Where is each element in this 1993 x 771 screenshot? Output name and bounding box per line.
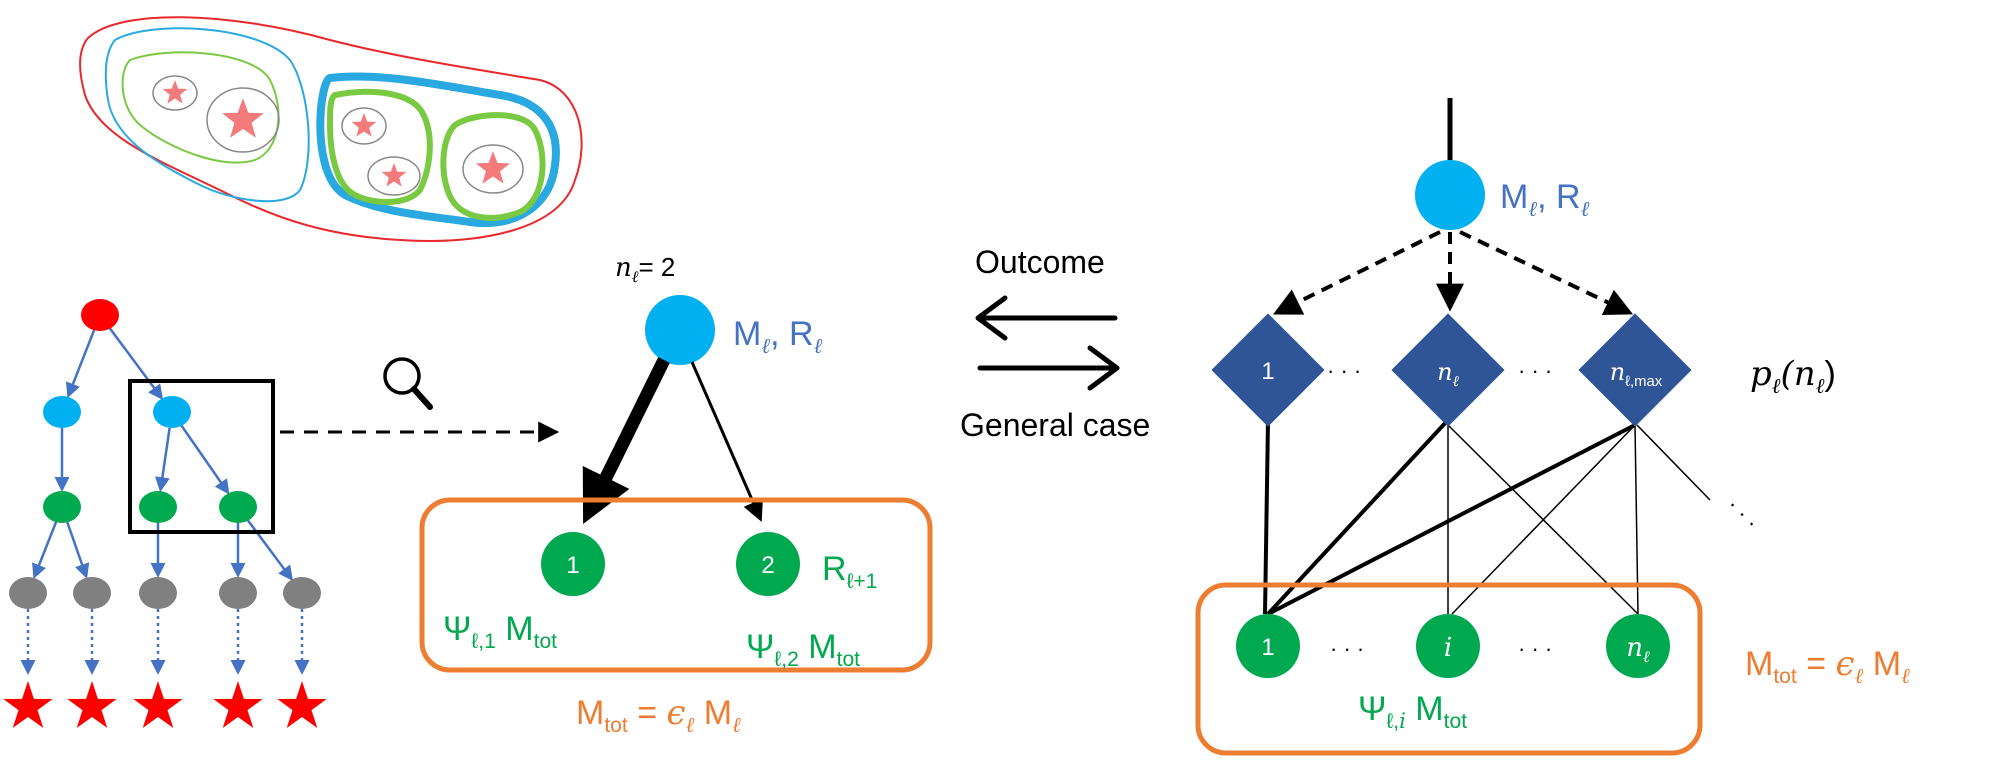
child-dots-2: · · · [1518,636,1552,661]
general-child-1-label: 1 [1261,634,1274,661]
green-contour-right [440,112,546,221]
diamond-dots-1: · · · [1327,358,1361,383]
progenitor-box [419,497,933,673]
diamond-max [1578,313,1692,427]
galaxy-ellipse [206,87,280,153]
progenitor-node-1-label: 1 [566,552,579,579]
child1-mass-label: Ψℓ,1 Mtot [443,610,557,653]
general-child-n-label: nℓ [1626,633,1650,666]
outcome-panel: nℓ= 2 Mℓ, Rℓ 1 2 Rℓ+1 Ψℓ,1 Mtot Ψℓ,2 Mto… [419,252,933,737]
galaxy-star-icon [351,113,377,137]
galaxy-star-icon [133,681,183,728]
galaxy-star-icon [475,151,511,184]
tree-node [43,396,81,428]
galaxy-star-icon [222,98,264,138]
galaxy-ellipse [341,107,387,145]
cyan-contour-left [104,27,310,203]
probability-label: pℓ(nℓ) [1750,354,1836,398]
left-arrow [975,295,1118,341]
progenitor-node-1 [541,532,605,596]
right-arrow [977,345,1120,391]
diamond-max-label: nℓ,max [1610,358,1663,390]
progenitor-node-2-label: 2 [761,552,774,579]
general-case-label: General case [960,407,1150,443]
galaxy-star-icon [277,681,327,728]
green-contour-mid [326,88,433,205]
dashed-branch-max [1459,230,1634,316]
outcome-label: Outcome [975,244,1105,280]
zoom-selection-box [128,379,275,534]
general-parent-node [1415,160,1485,230]
parent-halo-label: Mℓ, Rℓ [733,315,823,358]
general-child-n [1606,614,1670,678]
green-contour-left [121,51,280,164]
diamond-n-label: nℓ [1437,358,1459,390]
tree-node [139,491,177,523]
n-equals-label: nℓ= 2 [615,252,675,286]
galaxy-star-icon [381,163,407,187]
tree-node [219,491,257,523]
tree-edge [65,329,96,399]
progenitors-box-general [1195,582,1703,756]
thin-branch-arrow [690,361,763,522]
galaxy-ellipse [367,156,421,196]
tree-node [81,299,119,331]
tree-edge [154,427,171,493]
general-case-panel: Mℓ, Rℓ · · · 1 nℓ nℓ,max · · · · · · pℓ(… [1195,98,1910,756]
galaxy-star-icon [3,681,53,728]
tree-edge [66,521,90,579]
general-child-i [1416,614,1480,678]
galaxy-star-icon [213,681,263,728]
progenitor-node-2 [736,532,800,596]
parent-halo-node [645,295,715,365]
equivalence-arrows: Outcome General case [960,244,1150,443]
general-total-mass-equation: Mtot = ϵℓ Mℓ [1745,644,1910,688]
child2-radius-label: Rℓ+1 [822,550,877,593]
magnifier-icon [383,357,433,410]
edge-dn-c1 [1266,418,1450,616]
edge-dmax-more [1636,424,1711,501]
general-parent-label: Mℓ, Rℓ [1500,178,1590,221]
tree-node [73,577,111,609]
tree-node [219,577,257,609]
edge-d1-c1 [1263,419,1270,615]
general-child-1 [1236,614,1300,678]
cyan-contour-right [316,72,560,227]
halo-contours [79,16,583,242]
tree-node [43,491,81,523]
galaxy-star-icon [162,80,188,104]
merger-tree [3,299,560,728]
tree-edge [108,327,164,400]
thick-branch-arrow [582,357,670,524]
diamond-1-label: 1 [1261,358,1274,385]
tree-node [153,396,191,428]
tree-node [139,577,177,609]
galaxy-ellipse [462,144,524,194]
tree-edge [32,521,58,580]
child-dots-1: · · · [1330,636,1364,661]
tree-node [283,577,321,609]
tree-edge [246,519,294,581]
tree-edge [180,424,230,495]
more-branches-dots: · · · [1722,492,1764,534]
general-child-i-label: i [1444,633,1452,663]
total-mass-equation: Mtot = ϵℓ Mℓ [576,693,741,737]
diamond-dots-2: · · · [1518,358,1552,383]
child2-mass-label: Ψℓ,2 Mtot [746,628,860,671]
tree-node [9,577,47,609]
galaxy-ellipse [152,75,198,111]
dashed-branch-1 [1272,230,1441,315]
galaxy-star-icon [67,681,117,728]
general-child-mass-label: Ψℓ,i Mtot [1358,690,1467,733]
